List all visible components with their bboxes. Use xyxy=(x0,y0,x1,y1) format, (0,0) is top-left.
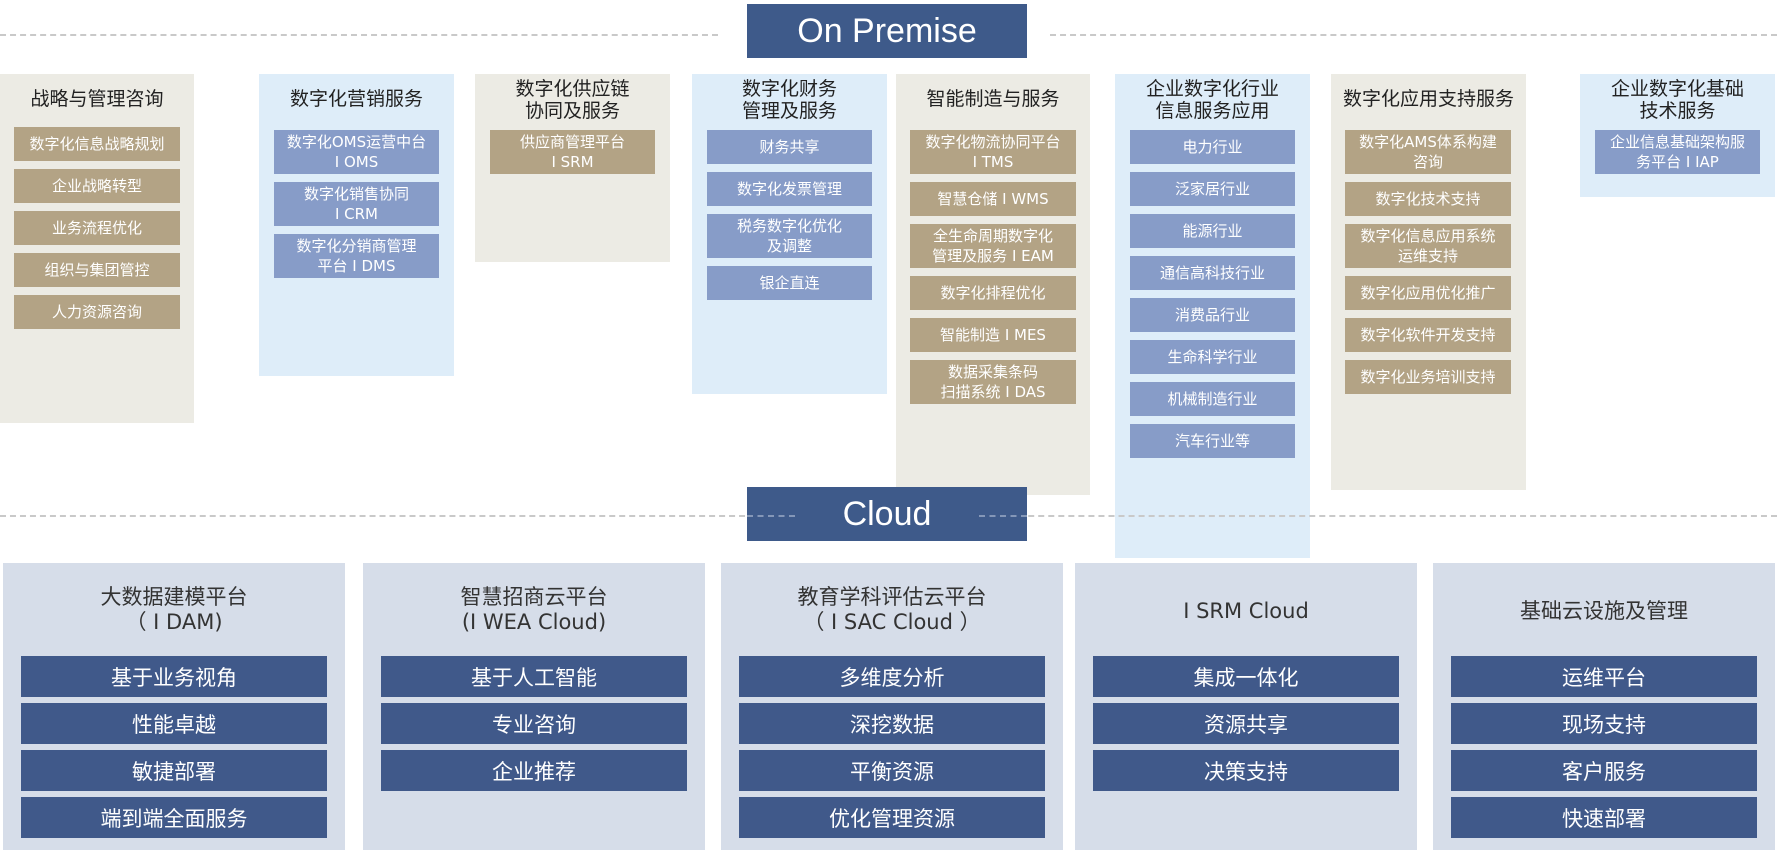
service-item: 汽车行业等 xyxy=(1130,424,1295,458)
on-premise-divider-right xyxy=(1050,34,1777,36)
cloud-feature-item: 资源共享 xyxy=(1093,703,1399,744)
service-item: 人力资源咨询 xyxy=(14,295,180,329)
service-item: 数字化OMS运营中台 I OMS xyxy=(274,130,439,174)
cloud-platform-panel: 大数据建模平台 （ I DAM) 基于业务视角性能卓越敏捷部署端到端全面服务 xyxy=(3,563,345,850)
cloud-feature-item: 基于人工智能 xyxy=(381,656,687,697)
cloud-feature-item: 企业推荐 xyxy=(381,750,687,791)
cloud-platform-panel: 智慧招商云平台 (I WEA Cloud) 基于人工智能专业咨询企业推荐 xyxy=(363,563,705,850)
service-item: 数字化AMS体系构建 咨询 xyxy=(1345,130,1511,174)
cloud-feature-item: 端到端全面服务 xyxy=(21,797,327,838)
service-item: 生命科学行业 xyxy=(1130,340,1295,374)
cloud-panel-title: 教育学科评估云平台 （ I SAC Cloud ） xyxy=(797,585,987,634)
service-item: 通信高科技行业 xyxy=(1130,256,1295,290)
cloud-feature-item: 运维平台 xyxy=(1451,656,1757,697)
service-item: 智慧仓储 I WMS xyxy=(910,182,1076,216)
service-item: 供应商管理平台 I SRM xyxy=(490,130,655,174)
column-title: 企业数字化基础 技术服务 xyxy=(1610,78,1744,122)
cloud-feature-item: 快速部署 xyxy=(1451,797,1757,838)
cloud-feature-item: 专业咨询 xyxy=(381,703,687,744)
on-premise-column: 企业数字化基础 技术服务企业信息基础架构服 务平台 I IAP xyxy=(1580,74,1775,197)
on-premise-column: 战略与管理咨询数字化信息战略规划企业战略转型业务流程优化组织与集团管控人力资源咨… xyxy=(0,74,194,423)
service-item: 数据采集条码 扫描系统 I DAS xyxy=(910,360,1076,404)
service-item: 电力行业 xyxy=(1130,130,1295,164)
cloud-panel-title: 基础云设施及管理 xyxy=(1520,599,1688,623)
service-item: 企业信息基础架构服 务平台 I IAP xyxy=(1595,130,1760,174)
service-item: 全生命周期数字化 管理及服务 I EAM xyxy=(910,224,1076,268)
service-item: 数字化技术支持 xyxy=(1345,182,1511,216)
service-item: 机械制造行业 xyxy=(1130,382,1295,416)
service-item: 数字化销售协同 I CRM xyxy=(274,182,439,226)
service-item: 数字化排程优化 xyxy=(910,276,1076,310)
column-title: 数字化应用支持服务 xyxy=(1342,88,1514,110)
on-premise-column: 数字化营销服务数字化OMS运营中台 I OMS 数字化销售协同 I CRM 数字化分… xyxy=(259,74,454,376)
on-premise-column: 企业数字化行业 信息服务应用电力行业泛家居行业能源行业通信高科技行业消费品行业生… xyxy=(1115,74,1310,558)
service-item: 数字化发票管理 xyxy=(707,172,872,206)
cloud-divider-right xyxy=(978,515,1777,517)
column-title: 数字化财务 管理及服务 xyxy=(741,78,837,122)
cloud-banner: Cloud xyxy=(747,487,1027,541)
on-premise-banner: On Premise xyxy=(747,4,1027,58)
cloud-feature-item: 优化管理资源 xyxy=(739,797,1045,838)
cloud-banner-dash-left xyxy=(747,515,795,517)
column-title: 企业数字化行业 信息服务应用 xyxy=(1145,78,1279,122)
service-item: 数字化物流协同平台 I TMS xyxy=(910,130,1076,174)
cloud-panel-title: 大数据建模平台 （ I DAM) xyxy=(100,585,248,634)
service-item: 数字化业务培训支持 xyxy=(1345,360,1511,394)
service-item: 智能制造 I MES xyxy=(910,318,1076,352)
cloud-feature-item: 平衡资源 xyxy=(739,750,1045,791)
cloud-panel-title: 智慧招商云平台 (I WEA Cloud) xyxy=(460,585,608,634)
cloud-feature-item: 敏捷部署 xyxy=(21,750,327,791)
service-item: 数字化分销商管理 平台 I DMS xyxy=(274,234,439,278)
cloud-banner-dash-right xyxy=(979,515,1027,517)
on-premise-column: 数字化供应链 协同及服务供应商管理平台 I SRM xyxy=(475,74,670,262)
cloud-feature-item: 性能卓越 xyxy=(21,703,327,744)
cloud-panel-title: I SRM Cloud xyxy=(1183,599,1309,623)
service-item: 税务数字化优化 及调整 xyxy=(707,214,872,258)
on-premise-column: 数字化应用支持服务数字化AMS体系构建 咨询数字化技术支持数字化信息应用系统 运… xyxy=(1331,74,1526,490)
cloud-platform-panel: 基础云设施及管理运维平台现场支持客户服务快速部署 xyxy=(1433,563,1775,850)
service-item: 企业战略转型 xyxy=(14,169,180,203)
service-item: 数字化信息战略规划 xyxy=(14,127,180,161)
cloud-platform-panel: 教育学科评估云平台 （ I SAC Cloud ） 多维度分析深挖数据平衡资源优化… xyxy=(721,563,1063,850)
column-title: 数字化供应链 协同及服务 xyxy=(515,78,630,122)
service-item: 数字化信息应用系统 运维支持 xyxy=(1345,224,1511,268)
cloud-feature-item: 现场支持 xyxy=(1451,703,1757,744)
on-premise-column: 数字化财务 管理及服务财务共享数字化发票管理税务数字化优化 及调整银企直连 xyxy=(692,74,887,394)
column-title: 数字化营销服务 xyxy=(289,88,423,110)
cloud-feature-item: 决策支持 xyxy=(1093,750,1399,791)
cloud-feature-item: 深挖数据 xyxy=(739,703,1045,744)
service-item: 能源行业 xyxy=(1130,214,1295,248)
cloud-banner-label: Cloud xyxy=(842,495,932,533)
on-premise-divider-left xyxy=(0,34,718,36)
column-title: 智能制造与服务 xyxy=(926,88,1060,110)
cloud-divider-left xyxy=(0,515,795,517)
service-item: 组织与集团管控 xyxy=(14,253,180,287)
service-item: 银企直连 xyxy=(707,266,872,300)
service-item: 数字化软件开发支持 xyxy=(1345,318,1511,352)
cloud-platform-panel: I SRM Cloud 集成一体化资源共享决策支持 xyxy=(1075,563,1417,850)
service-item: 泛家居行业 xyxy=(1130,172,1295,206)
service-item: 消费品行业 xyxy=(1130,298,1295,332)
service-item: 业务流程优化 xyxy=(14,211,180,245)
cloud-feature-item: 多维度分析 xyxy=(739,656,1045,697)
on-premise-column: 智能制造与服务数字化物流协同平台 I TMS 智慧仓储 I WMS 全生命周期数字化… xyxy=(896,74,1090,495)
service-item: 数字化应用优化推广 xyxy=(1345,276,1511,310)
cloud-feature-item: 基于业务视角 xyxy=(21,656,327,697)
cloud-feature-item: 客户服务 xyxy=(1451,750,1757,791)
column-title: 战略与管理咨询 xyxy=(30,88,164,110)
service-item: 财务共享 xyxy=(707,130,872,164)
cloud-feature-item: 集成一体化 xyxy=(1093,656,1399,697)
